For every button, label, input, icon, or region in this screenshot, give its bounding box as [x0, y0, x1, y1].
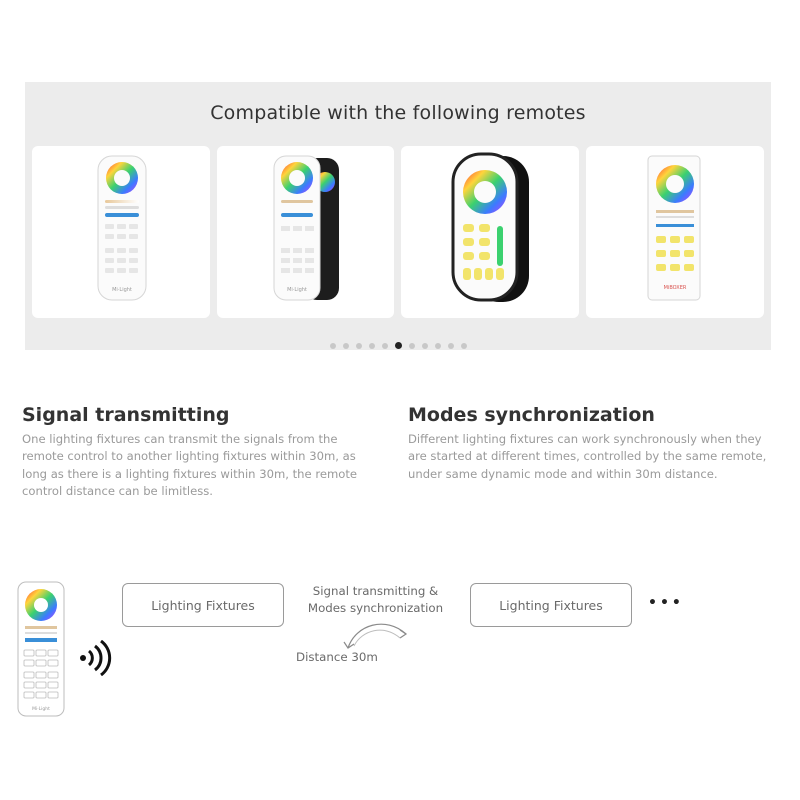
- remote-dual-image: Mi·Light: [273, 155, 339, 301]
- remote-white-keypad-image: Mi·Light: [97, 155, 147, 301]
- more-ellipsis: •••: [648, 595, 684, 611]
- distance-label: Distance 30m: [296, 650, 378, 664]
- remote-card-4[interactable]: MiBOXER: [586, 146, 764, 318]
- diagram-remote-image: Mi·Light: [17, 581, 65, 717]
- remote-yellow-buttons-image: MiBOXER: [647, 155, 701, 301]
- feature-desc-modes: Different lighting fixtures can work syn…: [408, 432, 767, 481]
- remote-card-3[interactable]: [401, 146, 579, 318]
- curved-arrow-icon: [343, 623, 408, 649]
- remote-oval-image: [451, 152, 529, 302]
- carousel-pagination: [25, 335, 771, 349]
- carousel-dot-5[interactable]: [381, 342, 388, 349]
- remote-brand: Mi·Light: [287, 287, 307, 293]
- carousel-dot-2[interactable]: [342, 342, 349, 349]
- carousel-dot-3[interactable]: [355, 342, 362, 349]
- feature-title-modes: Modes synchronization: [408, 404, 655, 426]
- carousel-dot-11[interactable]: [460, 342, 467, 349]
- remotes-carousel: Compatible with the following remotes: [25, 82, 771, 350]
- carousel-dot-10[interactable]: [447, 342, 454, 349]
- feature-title-signal: Signal transmitting: [22, 404, 230, 426]
- carousel-dot-6[interactable]: [394, 342, 402, 349]
- carousel-dot-9[interactable]: [434, 342, 441, 349]
- carousel-dot-8[interactable]: [421, 342, 428, 349]
- remote-card-2[interactable]: Mi·Light: [217, 146, 394, 318]
- signal-label: Signal transmitting & Modes synchronizat…: [298, 583, 453, 617]
- wireless-signal-icon: [80, 640, 112, 676]
- remote-brand: MiBOXER: [664, 285, 687, 291]
- remote-card-1[interactable]: Mi·Light: [32, 146, 210, 318]
- carousel-dot-7[interactable]: [408, 342, 415, 349]
- signal-label-line2: Modes synchronization: [307, 601, 444, 615]
- remote-brand: Mi·Light: [112, 287, 132, 293]
- lighting-fixtures-box-1: Lighting Fixtures: [122, 583, 284, 627]
- signal-label-line1: Signal transmitting &: [312, 584, 439, 598]
- carousel-dot-4[interactable]: [368, 342, 375, 349]
- lighting-fixtures-box-2: Lighting Fixtures: [470, 583, 632, 627]
- remote-brand: Mi·Light: [32, 706, 50, 712]
- feature-desc-signal: One lighting fixtures can transmit the s…: [22, 432, 358, 499]
- carousel-dot-1[interactable]: [329, 342, 336, 349]
- carousel-title: Compatible with the following remotes: [210, 102, 586, 124]
